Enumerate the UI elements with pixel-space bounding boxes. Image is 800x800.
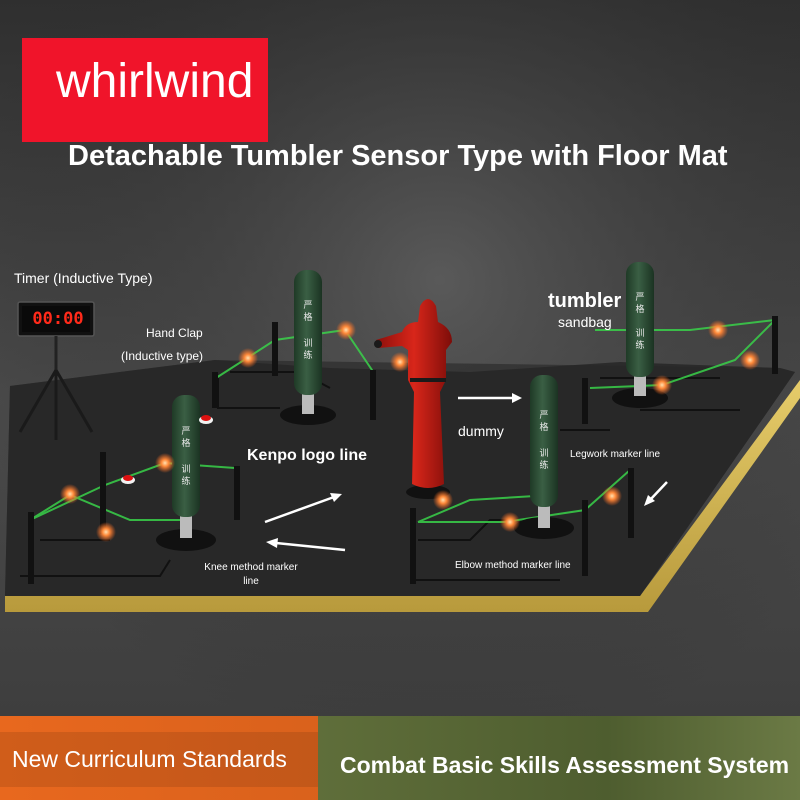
hand-clap-sensors bbox=[121, 415, 213, 484]
svg-text:练: 练 bbox=[181, 475, 190, 487]
elbow-label: Elbow method marker line bbox=[455, 560, 571, 571]
svg-text:严: 严 bbox=[303, 300, 312, 311]
svg-text:练: 练 bbox=[635, 339, 644, 351]
brand-name: whirlwind bbox=[56, 55, 254, 108]
svg-text:训: 训 bbox=[181, 464, 190, 475]
hand-clap-sublabel: (Inductive type) bbox=[121, 349, 204, 363]
svg-text:格: 格 bbox=[303, 311, 312, 323]
footer-left-banner bbox=[0, 716, 330, 800]
knee-label: Knee method marker line bbox=[198, 561, 304, 589]
svg-text:训: 训 bbox=[303, 338, 312, 349]
footer-left-text: New Curriculum Standards bbox=[12, 746, 287, 772]
tumbler-label: tumbler bbox=[548, 290, 622, 312]
footer-right-text: Combat Basic Skills Assessment System bbox=[340, 752, 790, 778]
sensor-glows bbox=[60, 320, 760, 542]
legwork-label: Legwork marker line bbox=[570, 449, 661, 460]
svg-text:格: 格 bbox=[181, 437, 190, 449]
footer-right-banner bbox=[318, 716, 800, 800]
tumbler-sandbag-1: 严 格 训 练 bbox=[280, 270, 336, 425]
tumbler-sandbag-4: 严 格 训 练 bbox=[514, 375, 574, 539]
hand-clap-label: Hand Clap bbox=[146, 326, 203, 340]
brand-badge bbox=[22, 38, 268, 142]
kenpo-label: Kenpo logo line bbox=[247, 447, 367, 464]
dummy-label: dummy bbox=[458, 423, 504, 439]
tumbler-sandbag-2: 严 格 训 练 bbox=[612, 262, 668, 408]
timer-stand bbox=[17, 301, 95, 440]
svg-text:格: 格 bbox=[635, 303, 644, 315]
svg-text:严: 严 bbox=[539, 410, 548, 421]
svg-text:格: 格 bbox=[539, 421, 548, 433]
marker-posts bbox=[28, 316, 778, 584]
timer-label: Timer (Inductive Type) bbox=[14, 270, 153, 286]
svg-text:训: 训 bbox=[635, 328, 644, 339]
svg-text:严: 严 bbox=[635, 292, 644, 303]
knee-label-line2: line bbox=[243, 576, 259, 587]
footer-left-band bbox=[0, 732, 320, 787]
tumbler-sandbag-3: 严 格 训 练 bbox=[156, 395, 216, 551]
svg-text:练: 练 bbox=[539, 459, 548, 471]
svg-text:练: 练 bbox=[303, 349, 312, 361]
sandbag-label: sandbag bbox=[558, 314, 612, 330]
knee-label-line1: Knee method marker bbox=[204, 562, 298, 573]
direction-arrows bbox=[264, 393, 668, 552]
timer-display: 00:00 bbox=[32, 309, 84, 329]
svg-text:严: 严 bbox=[181, 426, 190, 437]
headline: Detachable Tumbler Sensor Type with Floo… bbox=[68, 140, 728, 172]
svg-text:训: 训 bbox=[539, 448, 548, 459]
